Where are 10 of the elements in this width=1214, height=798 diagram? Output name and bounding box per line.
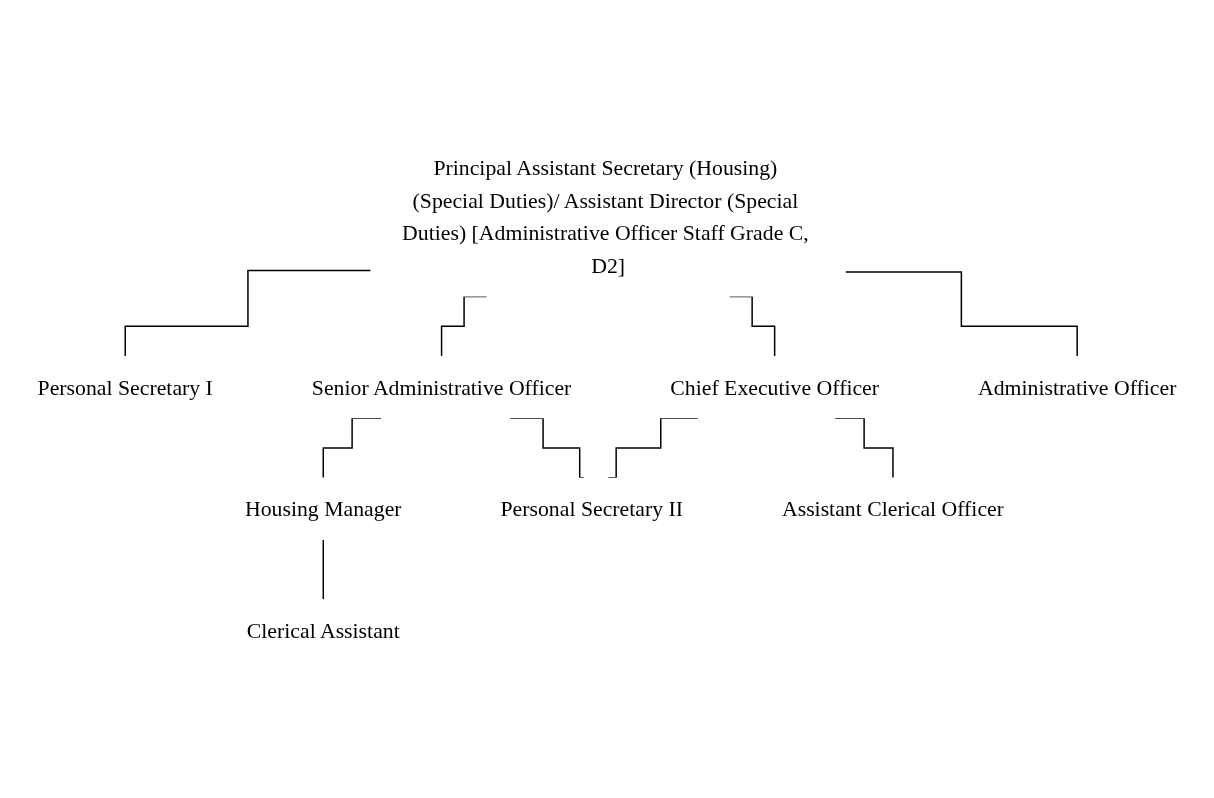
node-text: Personal Secretary II [500, 496, 684, 522]
connector [124, 269, 372, 357]
node-text: Administrative Officer [977, 374, 1177, 400]
node-text: Assistant Clerical Officer [781, 496, 1004, 522]
node-text: Personal Secretary I [37, 374, 213, 400]
node-text: Principal Assistant Secretary (Housing) (Special Duties)/ Assistant Director (Special Duties) [Administrative Officer Staff Grade C, D2] [402, 155, 809, 278]
connector [844, 271, 1078, 357]
node-text: Housing Manager [244, 496, 402, 522]
connector [322, 539, 324, 601]
node-text: Clerical Assistant [246, 618, 400, 643]
